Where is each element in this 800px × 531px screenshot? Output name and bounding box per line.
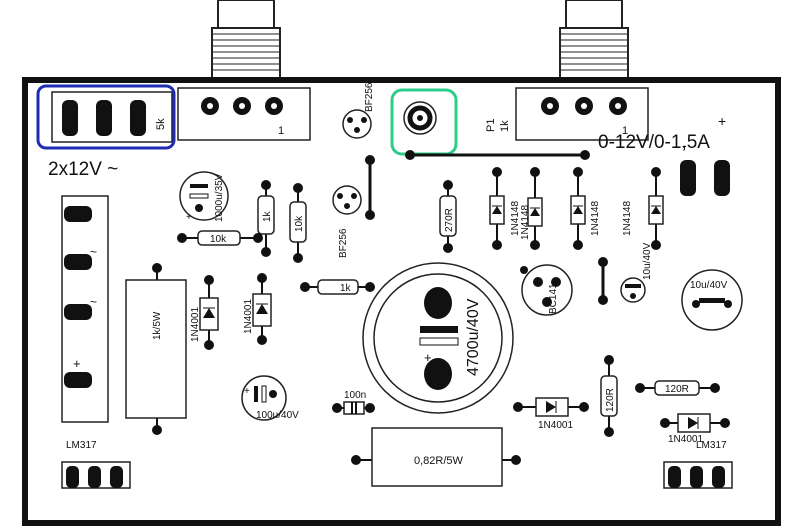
res-120r-vertical[interactable]: 120R: [600, 355, 618, 437]
terminal-strip-left[interactable]: ~ ~ +: [61, 195, 109, 423]
regulator-lm317-left[interactable]: LM317: [61, 440, 131, 489]
cap-100n-label: 100n: [344, 390, 366, 401]
svg-text:~: ~: [90, 295, 97, 309]
res-1k-h-label: 1k: [340, 283, 352, 294]
res-10k-horizontal[interactable]: 10k: [177, 230, 263, 246]
res-1k-v-label: 1k: [262, 210, 273, 222]
pot-p1[interactable]: 1 P1 1k: [485, 87, 649, 141]
svg-text:+: +: [424, 350, 432, 365]
1n4148-c-label: 1N4148: [590, 201, 601, 236]
cap-4700u[interactable]: + 4700u/40V: [362, 262, 514, 414]
pot-p1-name: P1: [485, 119, 497, 132]
cap-10u-right-label: 10u/40V: [690, 280, 728, 291]
res-1k-5w[interactable]: 1k/5W: [125, 263, 187, 435]
1n4148-d-label: 1N4148: [622, 201, 633, 236]
res-1k-horizontal[interactable]: 1k: [300, 279, 375, 295]
regulator-lm317-right[interactable]: LM317: [663, 440, 733, 489]
component-green-highlight[interactable]: [403, 101, 437, 135]
transistor-bf256-top[interactable]: BF256: [342, 82, 375, 139]
diode-1n4001-c[interactable]: 1N4001: [513, 397, 589, 431]
pot-middle-number: 1: [278, 125, 284, 137]
diode-1n4001-b[interactable]: 1N4001: [243, 273, 272, 345]
1n4001-c-label: 1N4001: [538, 420, 573, 431]
res-10k-vertical[interactable]: 10k: [289, 183, 307, 263]
diode-1n4148-a[interactable]: 1N4148: [489, 167, 521, 250]
terminal-plus: +: [73, 356, 81, 371]
1n4148-b-label: 1N4148: [520, 205, 531, 240]
pot-5k-label: 5k: [155, 118, 167, 130]
diode-1n4148-d[interactable]: 1N4148: [622, 167, 664, 250]
wire-vertical-mid: [365, 155, 375, 220]
res-082r-label: 0,82R/5W: [414, 455, 464, 467]
diode-1n4148-b[interactable]: 1N4148: [520, 167, 543, 250]
transistor-bf256-mid[interactable]: BF256: [332, 185, 362, 258]
cap-10u-right[interactable]: 10u/40V: [681, 269, 743, 331]
lm317-right-label: LM317: [696, 440, 727, 451]
pot-5k[interactable]: 5k: [51, 91, 173, 143]
res-270r-label: 270R: [444, 208, 455, 232]
transistor-bc141[interactable]: BC141: [520, 264, 573, 316]
diode-1n4001-d[interactable]: 1N4001: [660, 413, 730, 445]
cap-100n[interactable]: 100n: [332, 390, 375, 415]
output-label: 0-12V/0-1,5A: [598, 132, 710, 153]
cap-100u[interactable]: + 100u/40V: [241, 375, 299, 421]
cap-10u-small[interactable]: 10u/40V: [620, 242, 653, 303]
1n4001-b-label: 1N4001: [243, 299, 254, 334]
cap-4700u-label: 4700u/40V: [465, 298, 482, 376]
res-120r-h-label: 120R: [665, 384, 689, 395]
wire-top: [405, 150, 590, 160]
supply-label: 2x12V ~: [48, 159, 118, 180]
cap-1000u[interactable]: + 1000u/35V: [179, 171, 229, 223]
res-10k-v-label: 10k: [294, 215, 305, 232]
1n4148-a-label: 1N4148: [510, 201, 521, 236]
res-270r[interactable]: 270R: [439, 180, 457, 253]
bc141-label: BC141: [548, 283, 559, 314]
res-10k-h-label: 10k: [210, 234, 227, 245]
wire-bc141: [598, 257, 608, 305]
board-outline: [22, 77, 781, 526]
res-120r-v-label: 120R: [605, 388, 616, 412]
pot-p1-number: 1: [622, 125, 628, 137]
1n4001-a-label: 1N4001: [190, 307, 201, 342]
res-1k-vertical[interactable]: 1k: [257, 180, 275, 257]
svg-text:+: +: [244, 386, 250, 397]
svg-text:~: ~: [90, 245, 97, 259]
diode-1n4001-a[interactable]: 1N4001: [190, 275, 219, 350]
pot-shaft-right: [559, 0, 629, 79]
res-1k5w-label: 1k/5W: [152, 311, 163, 340]
cap-100u-label: 100u/40V: [256, 410, 299, 421]
cap-10u-small-label: 10u/40V: [642, 242, 653, 280]
res-120r-horizontal[interactable]: 120R: [635, 380, 720, 396]
res-082r-5w[interactable]: 0,82R/5W: [351, 427, 521, 487]
pot-p1-value: 1k: [499, 120, 511, 132]
svg-text:+: +: [186, 212, 192, 223]
output-terminal[interactable]: - +: [680, 113, 730, 196]
bf256-mid-label: BF256: [338, 228, 349, 258]
highlight-blue: [36, 84, 176, 150]
pot-shaft-left: [211, 0, 281, 79]
1n4001-d-label: 1N4001: [668, 434, 703, 445]
output-plus: +: [718, 113, 726, 129]
output-minus: -: [682, 137, 687, 153]
cap-1000u-label: 1000u/35V: [214, 173, 225, 222]
pot-middle[interactable]: 1: [177, 87, 311, 141]
bf256-top-label: BF256: [364, 82, 375, 112]
lm317-left-label: LM317: [66, 440, 97, 451]
diode-1n4148-c[interactable]: 1N4148: [570, 167, 601, 250]
